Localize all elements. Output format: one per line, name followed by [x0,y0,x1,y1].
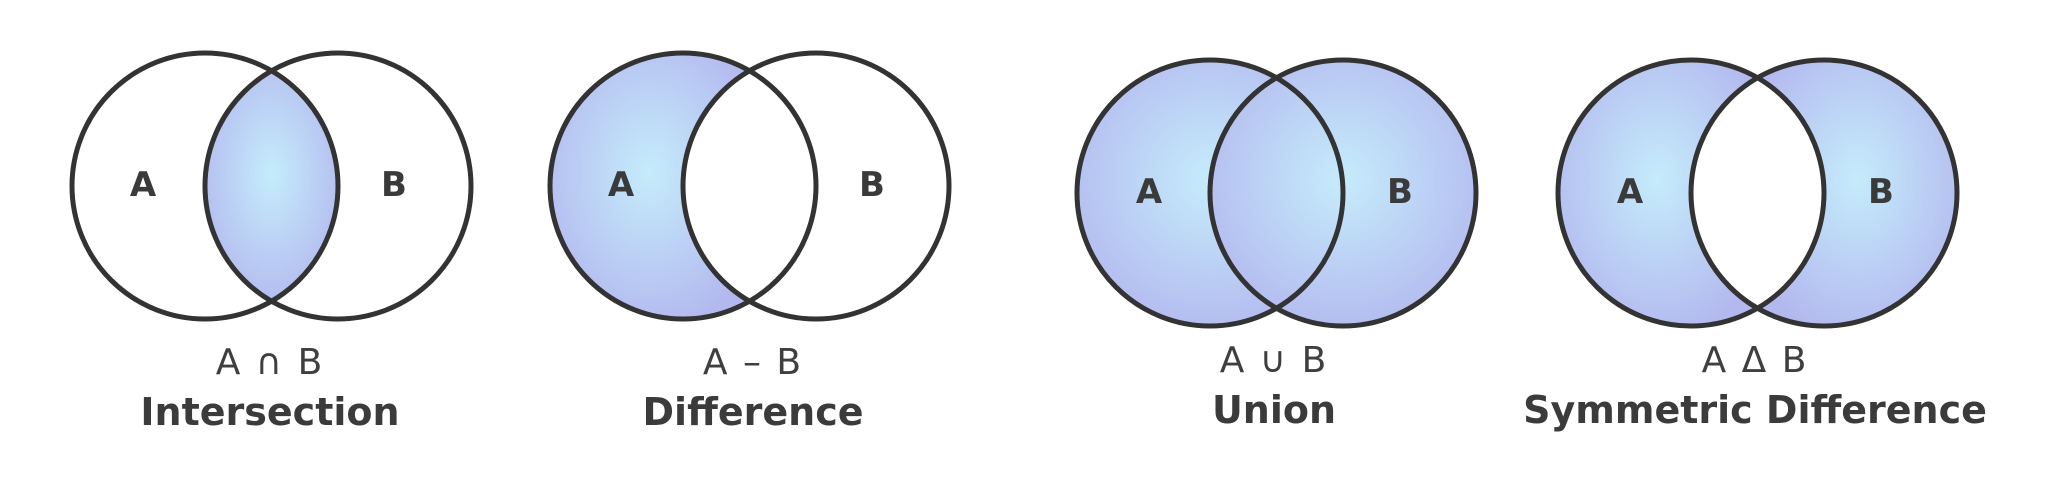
set-a-circle [547,50,819,322]
set-b-label: B [1387,172,1413,212]
set-a-circle [1555,57,1827,329]
difference-title: Difference [642,390,864,434]
symmetric-difference-expression: A Δ B [1701,340,1809,381]
difference-expression: A – B [702,342,804,383]
set-b-circle [680,50,952,322]
set-a-label: A [608,165,635,205]
symmetric-difference-diagram: A B [1555,57,1960,329]
set-b-circle [1688,57,1960,329]
set-a-label: A [1617,172,1644,212]
set-b-label: B [859,165,885,205]
union-diagram: A B [1074,57,1479,329]
set-b-label: B [1868,172,1894,212]
set-b-circle [202,50,474,322]
set-a-circle [69,50,341,322]
set-b-circle [1207,57,1479,329]
intersection-diagram: A B [69,50,474,322]
intersection-title: Intersection [140,390,400,434]
intersection-region [205,70,338,302]
set-a-label: A [130,165,157,205]
union-title: Union [1211,388,1337,432]
set-a-circle [1074,57,1346,329]
difference-diagram: A B [547,50,952,322]
intersection-expression: A ∩ B [215,342,325,383]
union-expression: A ∪ B [1219,340,1329,381]
set-b-label: B [381,165,407,205]
symmetric-difference-title: Symmetric Difference [1523,388,1987,432]
set-a-label: A [1136,172,1163,212]
